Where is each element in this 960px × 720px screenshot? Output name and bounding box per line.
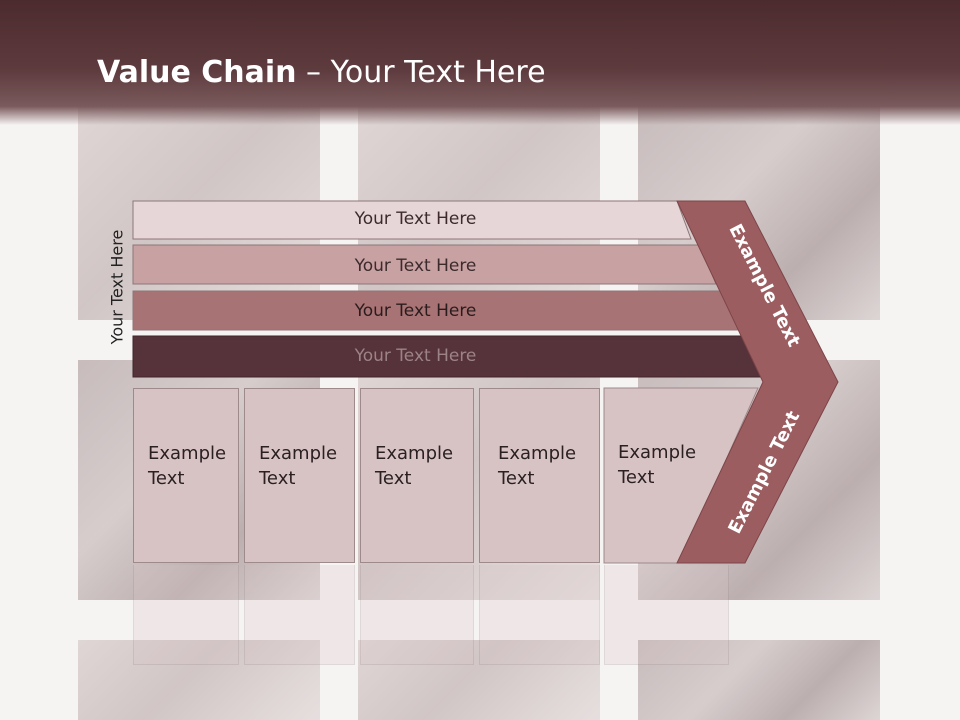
title-bold: Value Chain xyxy=(97,55,297,90)
reflection-box-2 xyxy=(244,565,355,665)
reflection-box-4 xyxy=(479,565,600,665)
reflection xyxy=(133,565,763,665)
slide-title: Value Chain – Your Text Here xyxy=(97,55,546,90)
box-3-line2: Text xyxy=(375,468,412,489)
reflection-box-3 xyxy=(360,565,474,665)
box-4-line2: Text xyxy=(498,468,535,489)
bar-1-label: Your Text Here xyxy=(354,209,477,229)
chevron-arrow xyxy=(676,200,839,564)
box-1-line2: Text xyxy=(148,468,185,489)
side-label: Your Text Here xyxy=(107,229,127,345)
background-photo-7 xyxy=(78,640,320,720)
box-5-line2: Text xyxy=(618,467,655,488)
box-2-line1: Example xyxy=(259,443,338,464)
title-rest: – Your Text Here xyxy=(296,55,546,90)
reflection-box-1 xyxy=(133,565,239,665)
box-4-line1: Example xyxy=(498,443,577,464)
background-photo-8 xyxy=(358,640,600,720)
box-2-line2: Text xyxy=(259,468,296,489)
bar-1 xyxy=(132,200,692,240)
header-banner xyxy=(0,0,960,125)
bar-3-label: Your Text Here xyxy=(354,301,477,321)
box-3-line1: Example xyxy=(375,443,454,464)
box-5-line1: Example xyxy=(618,442,697,463)
reflection-box-5 xyxy=(604,565,729,665)
box-1-line1: Example xyxy=(148,443,227,464)
bar-4-label: Your Text Here xyxy=(354,346,477,366)
bar-2-label: Your Text Here xyxy=(354,256,477,276)
background-photo-9 xyxy=(638,640,880,720)
